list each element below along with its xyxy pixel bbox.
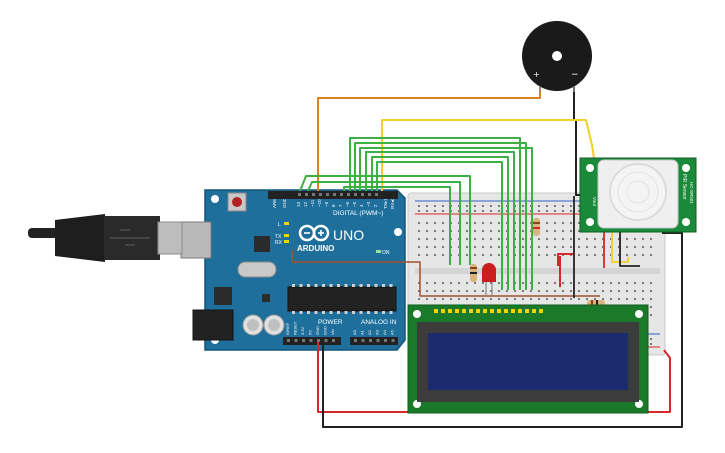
digital-pin-label: 4 (359, 204, 364, 207)
wires (291, 86, 683, 428)
tx1-label: TX▸1 (383, 198, 388, 209)
digital-pin-label: 12 (303, 201, 308, 207)
lcd-display (407, 304, 649, 414)
digital-pin-label: 8 (331, 204, 336, 207)
digital-pin-label: ~9 (324, 201, 329, 207)
buzzer-plus-label: + (533, 70, 540, 79)
digital-pin-label: ~5 (352, 201, 357, 207)
digital-pin-label: ~6 (345, 201, 350, 207)
lcd-pin (518, 309, 522, 313)
resistor-1 (470, 264, 477, 282)
aref-label: AREF (272, 196, 277, 208)
analog-header (350, 337, 398, 345)
tx-led-label: TX (275, 234, 282, 240)
power-header-label: POWER (318, 319, 343, 326)
power-pin-label: GND (323, 326, 328, 335)
lcd-pin (441, 309, 445, 313)
digital-header-label: DIGITAL (PWM~) (333, 210, 383, 217)
analog-pin-label: A1 (360, 329, 365, 335)
atmega-chip (287, 286, 397, 312)
arduino-uno-board: ARDUINO UNO DIGITAL (PWM~) POWER ANALOG … (180, 189, 406, 351)
analog-pin-label: A0 (352, 329, 357, 335)
power-pin-label: 5V (308, 330, 313, 335)
power-pin-label: GND (315, 326, 320, 335)
lcd-pin (532, 309, 536, 313)
arduino-logo-icon (298, 224, 330, 242)
piezo-buzzer: + − (522, 21, 592, 92)
on-led-label: ON (382, 250, 390, 256)
lcd-pin (462, 309, 466, 313)
power-pin-label: Vin (330, 329, 335, 335)
lcd-pin (483, 309, 487, 313)
buzzer-minus-label: − (571, 70, 579, 80)
arduino-model: UNO (333, 227, 364, 243)
dc-power-jack (192, 309, 234, 341)
digital-pin-label: 7 (338, 204, 343, 207)
l-led-label: L (278, 222, 281, 228)
lcd-pin (434, 309, 438, 313)
lcd-pin (511, 309, 515, 313)
lcd-pin (539, 309, 543, 313)
lcd-pin (497, 309, 501, 313)
digital-pin-label: 13 (296, 201, 301, 207)
lcd-pin (525, 309, 529, 313)
red-led (482, 263, 496, 295)
pir-model-label: HC-SR501 (689, 182, 694, 204)
digital-pin-label: ~10 (317, 199, 322, 207)
digital-pin-label: ~11 (310, 199, 315, 207)
rx0-label: RX◂0 (390, 197, 395, 209)
analog-pin-label: A3 (375, 329, 380, 335)
lcd-screen (428, 333, 628, 390)
resistor-2 (533, 218, 540, 236)
lcd-pin (469, 309, 473, 313)
rx-led-label: RX (275, 240, 283, 246)
pir-vout-label: Vout (592, 197, 597, 207)
lcd-pin (455, 309, 459, 313)
lcd-pin (490, 309, 494, 313)
power-pin-label: 3.3V (300, 326, 305, 335)
usb-port (180, 221, 212, 259)
analog-pin-label: A2 (367, 329, 372, 335)
digital-pin-label: 2 (373, 204, 378, 207)
digital-pin-label: ~3 (366, 201, 371, 207)
power-pin-label: RESET (293, 321, 298, 335)
power-pin-label: IOREF (285, 322, 290, 335)
pir-title: PIR Sensor (681, 174, 687, 200)
reset-button[interactable] (227, 192, 247, 212)
lcd-pin (504, 309, 508, 313)
lcd-pin (476, 309, 480, 313)
analog-pin-label: A5 (390, 329, 395, 335)
pir-sensor: PIR Sensor HC-SR501 Vout (579, 157, 697, 233)
analog-pin-label: A4 (382, 329, 387, 335)
arduino-brand: ARDUINO (297, 244, 334, 253)
usb-cable (28, 214, 183, 262)
lcd-pin (448, 309, 452, 313)
gnd-label: GND (282, 197, 287, 208)
analog-header-label: ANALOG IN (361, 319, 397, 326)
